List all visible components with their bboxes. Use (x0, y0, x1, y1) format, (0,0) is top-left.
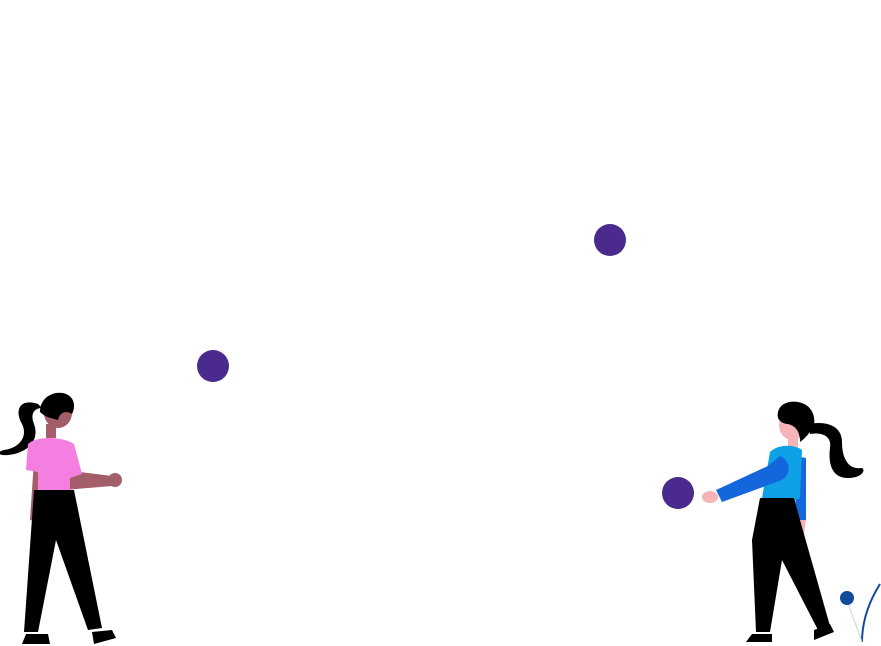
left-player-shoe-front (92, 630, 116, 644)
right-player-front-sleeve (716, 456, 789, 502)
left-player-shoe-back (22, 634, 50, 644)
ball-held (662, 477, 694, 509)
right-player-ponytail (808, 422, 864, 478)
plant-stem (847, 601, 863, 643)
right-player-neck (788, 436, 798, 450)
left-player-hair (40, 392, 74, 420)
right-player-shoe-front (814, 624, 834, 640)
left-player (0, 392, 122, 644)
plant (840, 583, 881, 643)
left-player-neck (46, 424, 56, 438)
right-player-shoe-back (746, 634, 772, 642)
right-player-hair (777, 401, 815, 442)
right-player-hand (702, 491, 718, 503)
ball-middle-left (197, 350, 229, 382)
left-player-pants (24, 490, 102, 632)
plant-bud (840, 591, 854, 605)
left-player-shirt (26, 438, 82, 492)
right-player (702, 401, 864, 642)
right-player-pants (752, 498, 830, 632)
ball-top-right (594, 224, 626, 256)
plant-leaf (861, 583, 881, 643)
left-player-fist (108, 473, 122, 487)
